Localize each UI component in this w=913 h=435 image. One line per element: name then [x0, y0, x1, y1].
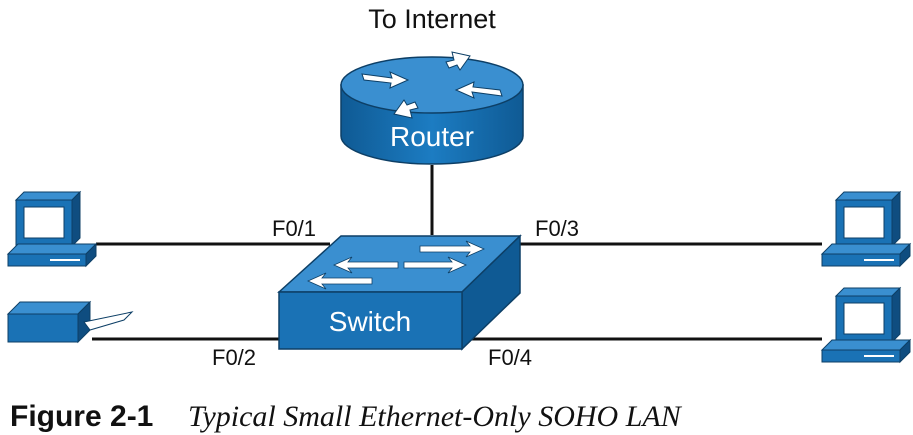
- switch-icon: Switch: [277, 234, 522, 351]
- internet-label: To Internet: [368, 4, 496, 34]
- pc-right-top-icon: [820, 190, 912, 268]
- pc-right-bottom-icon: [820, 286, 912, 364]
- port-label-f01: F0/1: [272, 216, 316, 241]
- printer-icon: [6, 300, 134, 344]
- port-label-f04: F0/4: [488, 345, 532, 370]
- switch-label: Switch: [329, 306, 411, 337]
- port-label-f03: F0/3: [535, 216, 579, 241]
- router-icon: Router: [340, 51, 524, 165]
- connection-lines: [92, 165, 822, 341]
- router-label: Router: [390, 121, 474, 152]
- port-label-f02: F0/2: [212, 345, 256, 370]
- caption-title: Typical Small Ethernet-Only SOHO LAN: [188, 400, 683, 433]
- caption-figure-number: Figure 2-1: [10, 400, 153, 433]
- pc-left-icon: [6, 190, 98, 268]
